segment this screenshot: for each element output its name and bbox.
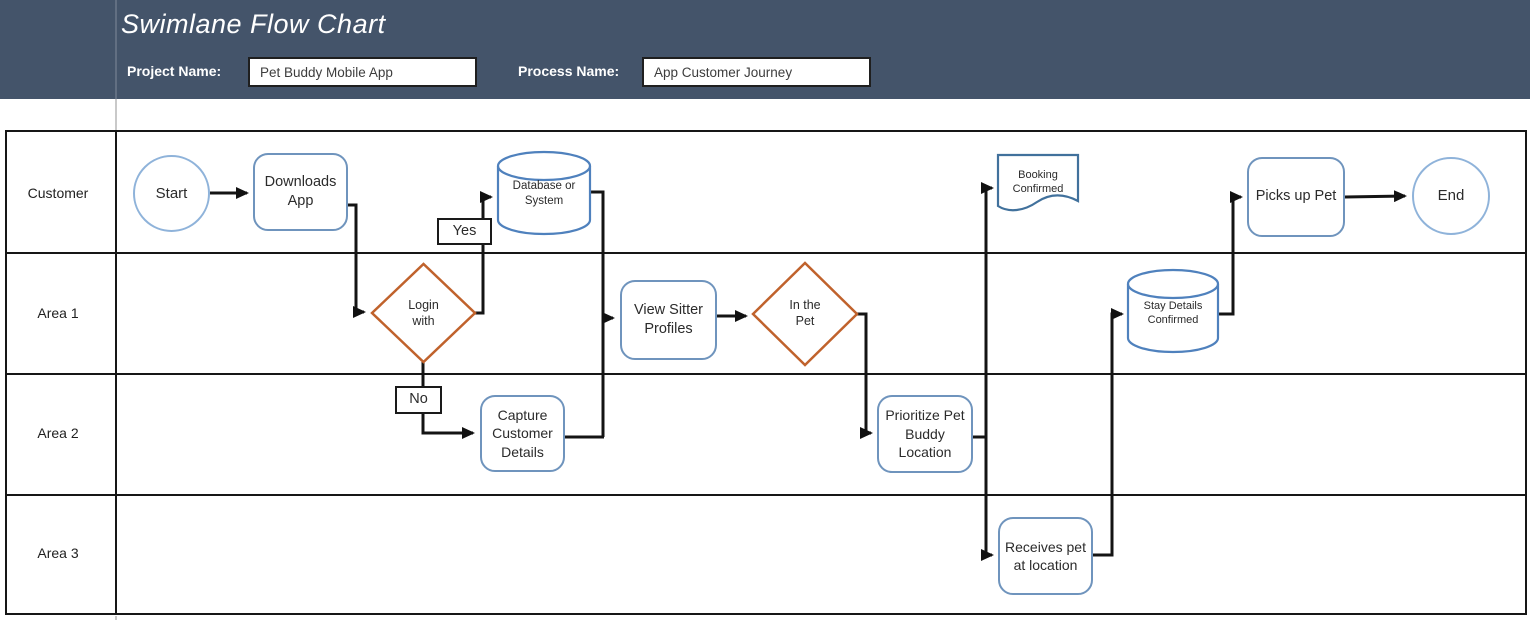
project-name-label: Project Name:: [127, 63, 222, 79]
view-sitter-node[interactable]: View Sitter Profiles: [620, 280, 717, 360]
lane-divider-2: [7, 372, 1525, 375]
yes-branch-text: Yes: [452, 222, 477, 239]
lane-label-area2: Area 2: [37, 425, 79, 441]
project-name-field[interactable]: Pet Buddy Mobile App: [248, 57, 477, 87]
database-text: Database or System: [512, 180, 576, 207]
process-name-label: Process Name:: [518, 63, 620, 79]
header-column-gridline: [115, 0, 117, 99]
start-node-label: Start: [155, 184, 188, 202]
prioritize-label: Prioritize Pet Buddy Location: [885, 407, 965, 461]
start-node[interactable]: Start: [133, 155, 210, 232]
end-node-label: End: [1437, 187, 1465, 205]
login-decision-text: Login with: [408, 297, 439, 329]
column-gridline-upper: [115, 99, 117, 130]
downloads-app-node[interactable]: Downloads App: [253, 153, 348, 231]
database-label: Database or System: [508, 173, 580, 215]
booking-confirmed-label: Booking Confirmed: [1002, 164, 1074, 200]
no-branch-label[interactable]: No: [395, 386, 442, 414]
stay-details-text: Stay Details Confirmed: [1143, 299, 1203, 326]
picks-up-pet-node[interactable]: Picks up Pet: [1247, 157, 1345, 237]
capture-details-label: Capture Customer Details: [492, 406, 553, 460]
column-gridline-lower: [115, 616, 117, 620]
booking-confirmed-text: Booking Confirmed: [1012, 168, 1064, 195]
capture-details-node[interactable]: Capture Customer Details: [480, 395, 565, 472]
lane-label-area1: Area 1: [37, 305, 79, 321]
login-decision-label: Login with: [399, 290, 448, 336]
picks-up-pet-label: Picks up Pet: [1255, 188, 1337, 205]
pet-decision-label: In the Pet: [779, 290, 831, 336]
end-node[interactable]: End: [1412, 157, 1490, 235]
lane-divider-1: [7, 251, 1525, 254]
downloads-app-label: Downloads App: [264, 173, 337, 209]
lane-divider-3: [7, 493, 1525, 496]
lane-label-customer: Customer: [27, 185, 89, 201]
stay-details-label: Stay Details Confirmed: [1134, 293, 1212, 333]
yes-branch-label[interactable]: Yes: [437, 218, 492, 245]
process-name-field[interactable]: App Customer Journey: [642, 57, 871, 87]
page-title: Swimlane Flow Chart: [121, 9, 386, 39]
lane-label-area3: Area 3: [37, 545, 79, 561]
receives-pet-node[interactable]: Receives pet at location: [998, 517, 1093, 595]
receives-pet-label: Receives pet at location: [1005, 538, 1086, 573]
prioritize-node[interactable]: Prioritize Pet Buddy Location: [877, 395, 973, 473]
pet-decision-text: In the Pet: [789, 297, 821, 329]
view-sitter-label: View Sitter Profiles: [633, 301, 704, 337]
no-branch-text: No: [409, 391, 428, 408]
